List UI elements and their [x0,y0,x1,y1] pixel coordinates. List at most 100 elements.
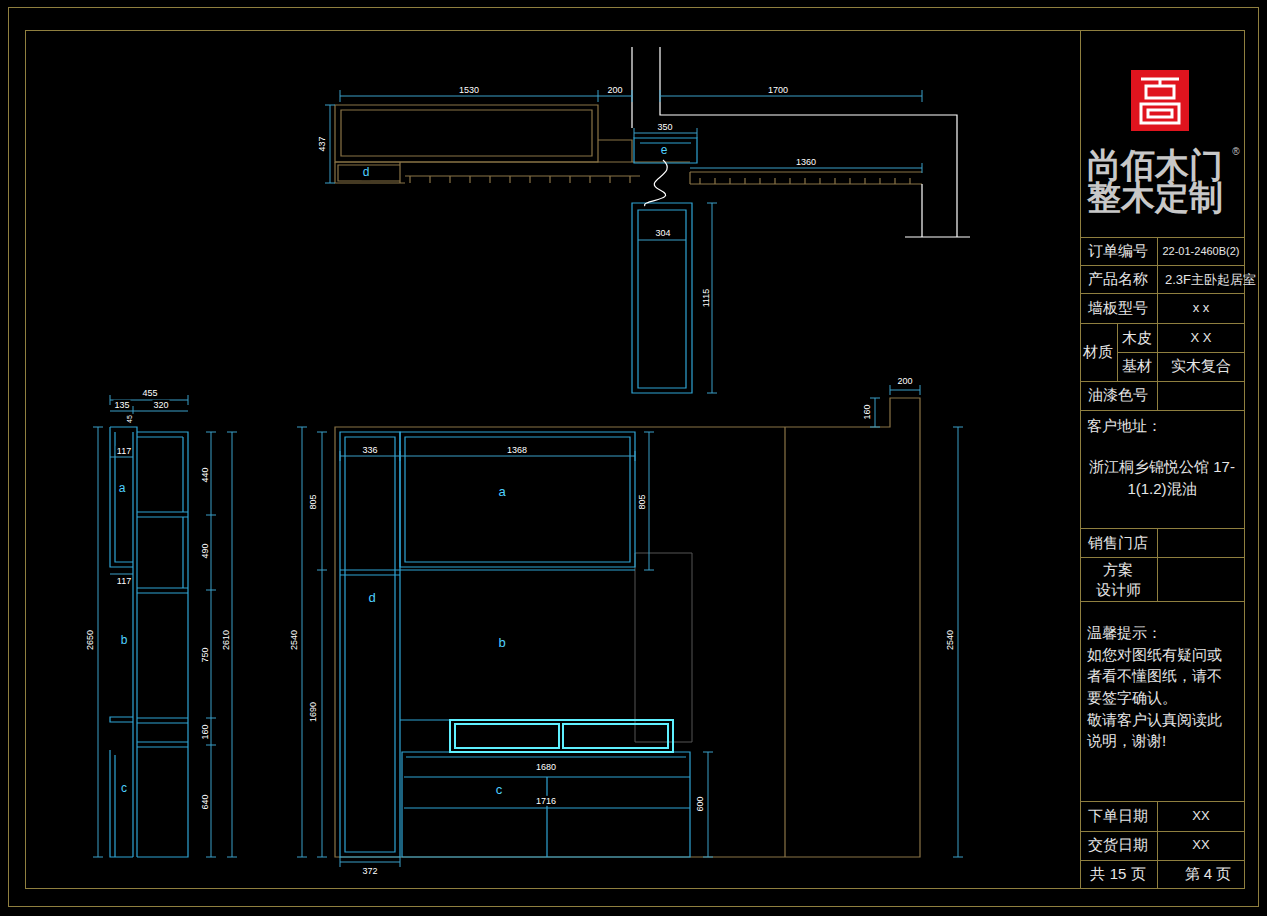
dimension-label: 160 [862,403,872,420]
title-cell: 材质 [1082,343,1114,360]
dimension-label: 1680 [535,762,557,772]
dimension-label: 350 [656,122,673,132]
dimension-label: 440 [200,466,210,483]
dimension-line [93,395,237,857]
break-line [645,160,668,206]
address-text: 浙江桐乡锦悦公馆 17-1(1.2)混油 [1086,456,1238,500]
title-cell: 共 15 页 [1089,865,1146,882]
notice-heading: 温馨提示： [1086,624,1163,641]
frame [9,8,1259,907]
title-cell: x x [1192,301,1211,316]
dimension-label: 1716 [535,796,557,806]
plan-cyan [632,138,697,393]
title-cell: 方案 设计师 [1082,560,1154,599]
part-letter: a [497,485,506,500]
title-cell: 木皮 [1121,329,1153,346]
wall-line [632,47,970,237]
elevation-dimensions [297,385,963,867]
title-cell: 实木复合 [1170,357,1232,374]
tv-console [450,720,673,752]
dimension-label: 200 [896,376,913,386]
part-letter: a [118,482,127,496]
title-cell: XX [1191,809,1210,824]
plan-view [335,105,922,184]
title-cell: 2.3F主卧起居室 [1164,273,1238,286]
outer-frame [9,8,1259,907]
base-strip [335,162,690,183]
dimension-label: 1700 [767,85,789,95]
open-niche [400,570,635,720]
dimension-label: 805 [308,493,318,510]
dimension-label: 45 [126,414,134,424]
title-cell: 墙板型号 [1087,299,1149,316]
upper-cabinet [400,432,635,567]
dimension-label: 437 [317,135,327,152]
dimension-label: 1115 [701,288,711,309]
wall-panel-strip [690,172,922,184]
dimension-label: 2650 [85,629,95,651]
dimension-line [297,385,963,867]
part-letter: b [497,636,506,651]
brand-slogan: 整木定制 [1086,178,1224,217]
dimension-label: 304 [654,228,671,238]
title-cell: 油漆色号 [1087,386,1149,403]
title-cell: 22-01-2460B(2) [1161,245,1240,258]
notice-text: 如您对图纸有疑问或 者看不懂图纸，请不 要签字确认。 [1086,644,1244,708]
trademark: ® [1231,146,1240,158]
title-cell: 客户地址： [1086,417,1163,434]
dimension-label: 2610 [221,629,231,651]
side-box [634,138,697,163]
dimension-label: 640 [200,793,210,810]
part-letter: e [660,144,669,158]
dimension-label: 336 [361,445,378,455]
title-block-grid [1080,30,1245,888]
cabinet-outline [335,105,632,162]
part-letter: d [362,166,371,180]
dimension-label: 200 [606,85,623,95]
part-letter: c [495,783,504,798]
wall-outline [335,398,920,857]
title-cell: 下单日期 [1087,807,1149,824]
title-cell: X X [1190,331,1213,346]
logo-mark [1131,70,1189,131]
title-cell: 产品名称 [1087,270,1149,287]
title-cell: 销售门店 [1087,534,1149,551]
part-letter: b [120,634,129,648]
side-section [110,427,188,857]
dimension-line [325,90,922,393]
title-cell: 订单编号 [1087,242,1149,259]
title-cell: XX [1191,838,1210,853]
dimension-label: 135 [113,400,130,410]
room-outline [335,398,920,857]
title-cell: 交货日期 [1087,836,1149,853]
grey-outline [635,553,692,742]
tall-column [340,432,400,857]
side-dimensions [93,395,237,857]
part-letter: d [367,591,376,606]
inner-frame [26,31,1245,889]
plan-dimensions [325,90,922,393]
dimension-label: 117 [116,446,132,456]
dimension-label: 2540 [945,629,955,651]
walls [632,47,970,237]
dimension-label: 160 [200,723,210,740]
dimension-label: 1360 [795,157,817,167]
title-cell: 基材 [1121,357,1153,374]
base-cabinet [402,752,690,857]
dimension-label: 372 [361,866,378,876]
dimension-label: 805 [637,493,647,510]
logo-pattern [1141,79,1179,123]
section-outline [110,427,188,857]
dimension-label: 117 [116,576,132,586]
dimension-label: 455 [141,388,158,398]
dimension-label: 1530 [458,85,480,95]
elevation-cabinet [340,432,690,857]
part-letter: c [120,782,128,796]
dimension-label: 750 [200,646,210,663]
dimension-label: 320 [152,400,169,410]
dimension-label: 600 [695,795,705,812]
tall-panel [632,203,692,393]
